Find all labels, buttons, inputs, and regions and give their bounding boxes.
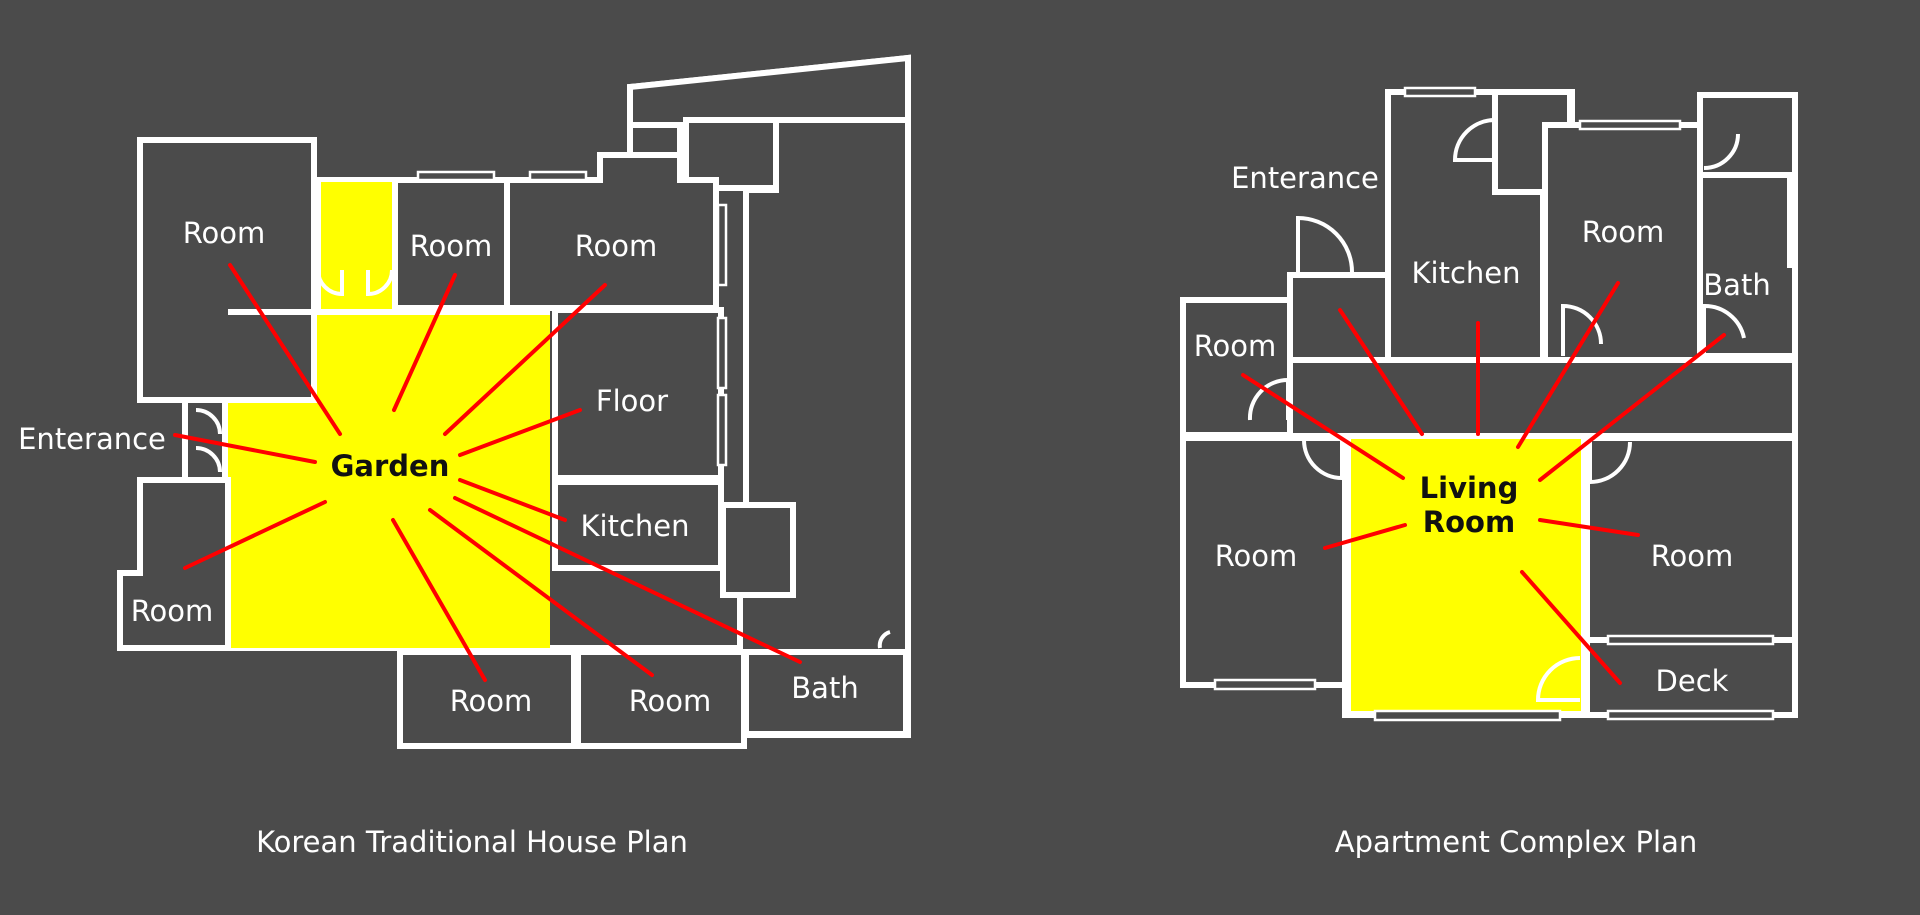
garden-label: Garden xyxy=(331,449,450,483)
pantry xyxy=(1492,89,1573,195)
enterance-label: Enterance xyxy=(1231,161,1379,195)
closet-top-right xyxy=(1697,92,1798,178)
hall-strip xyxy=(1287,357,1798,439)
garden-area xyxy=(228,182,550,648)
korean-house-plan: Garden Room Room Room Floor Enterance Ki… xyxy=(18,54,911,859)
room-left-small-label: Room xyxy=(1194,329,1277,363)
room-top-right-label: Room xyxy=(575,229,658,263)
korean-plan-caption: Korean Traditional House Plan xyxy=(256,825,688,859)
deck xyxy=(1584,637,1798,718)
enterance-vestibule xyxy=(1287,272,1391,363)
bath-room xyxy=(743,649,909,737)
floor-label: Floor xyxy=(596,384,668,418)
bath-room xyxy=(1697,172,1798,359)
room-left-small xyxy=(1180,297,1293,438)
kitchen-label: Kitchen xyxy=(581,509,690,543)
room-top-right xyxy=(1542,122,1703,363)
room-top-left xyxy=(137,137,317,403)
upper-right-block xyxy=(627,54,911,128)
room-bottom-right-label: Room xyxy=(629,684,712,718)
room-bottom-left xyxy=(117,477,231,651)
apartment-plan-caption: Apartment Complex Plan xyxy=(1335,825,1698,859)
room-top-mid-label: Room xyxy=(410,229,493,263)
room-top-left-label: Room xyxy=(183,216,266,250)
room-bottom-left-label: Room xyxy=(131,594,214,628)
room-bottom-mid-label: Room xyxy=(450,684,533,718)
room-left-big-label: Room xyxy=(1215,539,1298,573)
enterance-label: Enterance xyxy=(18,422,166,456)
room-right-label: Room xyxy=(1651,539,1734,573)
room-top-right-label: Room xyxy=(1582,215,1665,249)
small-closet xyxy=(720,502,796,598)
kitchen-room xyxy=(552,479,724,571)
living-room-label-line1: Living xyxy=(1420,471,1519,505)
apartment-plan: Living Room Enterance Kitchen Room Bath … xyxy=(1180,86,1798,859)
garden-connectors xyxy=(173,263,802,682)
bath-label: Bath xyxy=(791,671,858,705)
bath-label: Bath xyxy=(1703,268,1770,302)
living-room-label-line2: Room xyxy=(1423,505,1515,539)
floor-room xyxy=(552,307,724,481)
room-left-big xyxy=(1180,435,1348,688)
upper-right-closet xyxy=(683,117,779,191)
kitchen-label: Kitchen xyxy=(1412,256,1521,290)
room-bottom-mid xyxy=(397,649,577,749)
living-room-connectors xyxy=(1241,281,1726,685)
deck-label: Deck xyxy=(1656,664,1729,698)
living-room-area xyxy=(1348,436,1584,711)
